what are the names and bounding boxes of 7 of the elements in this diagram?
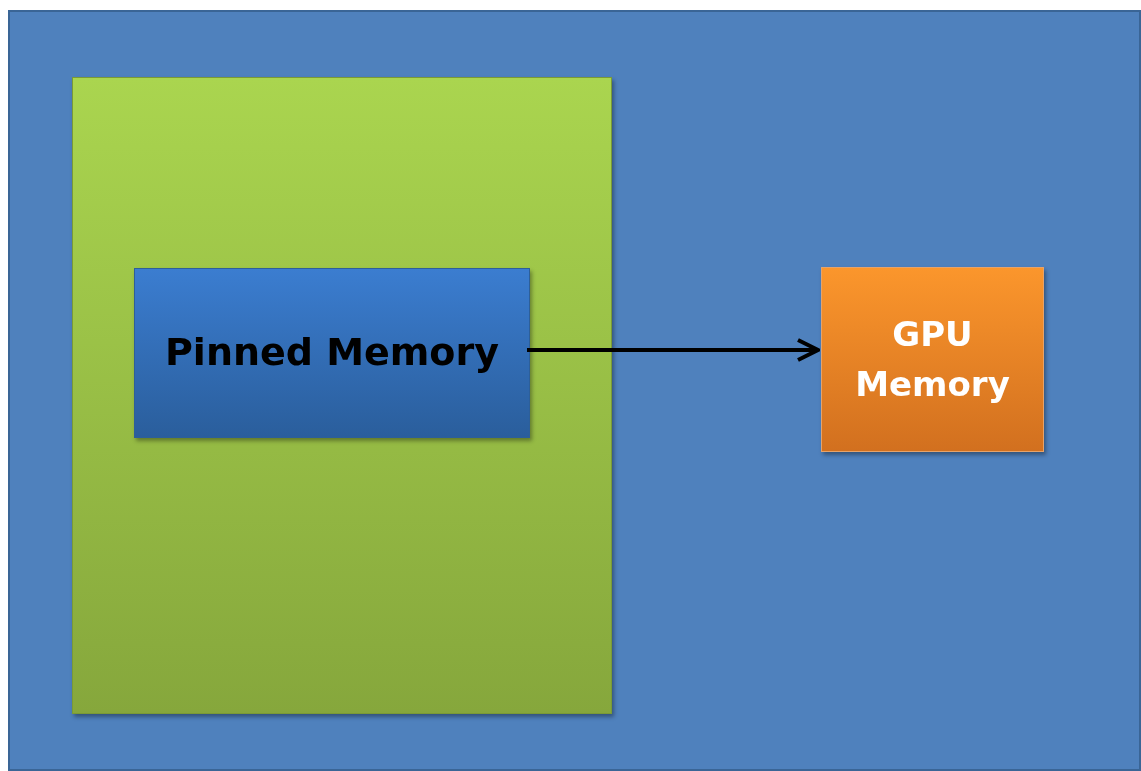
host-memory-box (72, 77, 612, 714)
background-panel (8, 10, 1141, 771)
box-label: Pinned Memory (164, 329, 500, 377)
arrow (527, 338, 820, 362)
box-label: GPU Memory (854, 313, 1011, 406)
memory-box (134, 268, 530, 438)
memory-box (821, 267, 1044, 452)
